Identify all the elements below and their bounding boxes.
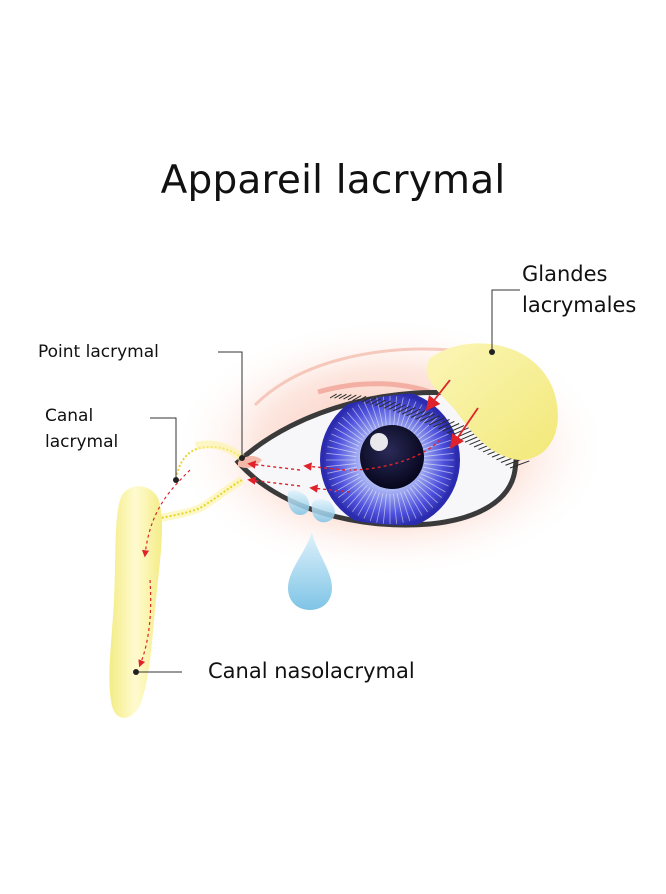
tear-drop-small-2 — [311, 499, 335, 523]
leader-glandes — [491, 289, 520, 352]
upper-lid-fold — [317, 381, 431, 395]
leader-lines — [136, 289, 520, 673]
tear-drop-small-1 — [287, 490, 310, 515]
leader-dots — [133, 349, 495, 675]
duct-flow-arrows — [138, 469, 191, 668]
leader-canal — [150, 417, 177, 480]
label-point-lacrymal: Point lacrymal — [38, 342, 159, 362]
falling-tear — [288, 532, 332, 610]
canaliculus-lower — [151, 479, 243, 521]
leader-point — [218, 351, 243, 458]
lacrimal-gland — [426, 343, 558, 460]
nasolacrimal-duct — [109, 486, 162, 718]
gland-arrows — [425, 379, 479, 449]
diagram-title: Appareil lacrymal — [160, 158, 506, 203]
label-canal-lacrymal: Canal lacrymal — [45, 406, 119, 452]
tear-flow-arrows — [247, 439, 441, 493]
brow-fold — [253, 347, 451, 407]
label-canal-nasolacrymal: Canal nasolacrymal — [208, 659, 415, 683]
label-glandes-lacrymales: Glandes lacrymales — [522, 262, 637, 317]
pupil-highlight — [370, 433, 388, 451]
